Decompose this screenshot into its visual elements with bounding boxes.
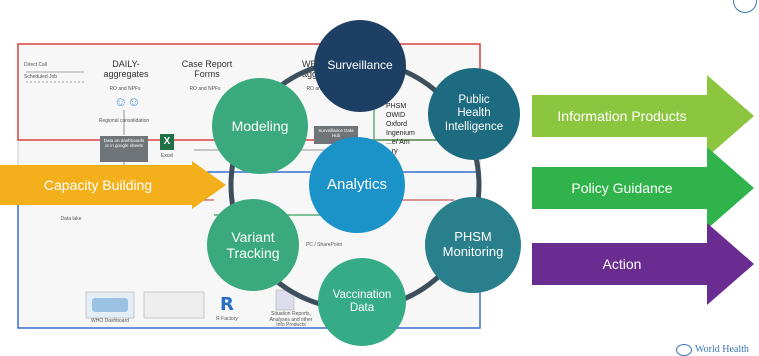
excel-label: Excel bbox=[160, 153, 174, 159]
action-arrow bbox=[532, 223, 754, 305]
side-source-item: OWID bbox=[386, 112, 406, 120]
vaccination-data-circle: Vaccination Data bbox=[318, 258, 406, 346]
who-logo: World Health bbox=[676, 343, 756, 356]
vaccination-data-label: Vaccination Data bbox=[332, 288, 392, 314]
side-source-item: Ingenium bbox=[386, 130, 415, 138]
ro-npfs-label: RO and NPFs bbox=[109, 86, 141, 92]
modeling-circle: Modeling bbox=[212, 78, 308, 174]
capacity-building-label: Capacity Building bbox=[43, 177, 153, 193]
variant-tracking-circle: Variant Tracking bbox=[207, 199, 299, 291]
situation-reports-caption: Situation Reports, Analyses and other In… bbox=[269, 311, 313, 328]
who-logo-emblem-icon bbox=[676, 343, 692, 356]
daily-aggregates-title: DAILY- aggregates bbox=[103, 59, 149, 79]
surveillance-circle: Surveillance bbox=[314, 20, 406, 112]
data-lake-label: Data lake bbox=[60, 216, 82, 222]
information-products-arrow bbox=[532, 75, 754, 157]
policy-guidance-label: Policy Guidance bbox=[571, 180, 673, 196]
world-map-icon bbox=[92, 298, 128, 312]
side-source-item: Oxford bbox=[386, 121, 408, 129]
information-products-label: Information Products bbox=[557, 108, 687, 124]
legend-scheduled-job: Scheduled Job bbox=[24, 74, 58, 80]
capacity-building-arrow bbox=[0, 161, 226, 209]
regional-consolidation: Regional consolidation bbox=[98, 118, 150, 124]
who-logo-text: World Health bbox=[695, 344, 749, 355]
public-health-intelligence-label: Public Health Intelligence bbox=[444, 94, 504, 133]
who-dashboard-caption: WHO Dashboard bbox=[90, 318, 130, 324]
case-report-forms-title: Case Report Forms bbox=[181, 59, 233, 79]
public-health-intelligence-circle: Public Health Intelligence bbox=[428, 68, 520, 160]
variant-tracking-label: Variant Tracking bbox=[226, 228, 280, 261]
phsm-monitoring-circle: PHSM Monitoring bbox=[425, 197, 521, 293]
data-dashboards-box: Data on dashboards or in google sheets bbox=[100, 136, 148, 162]
policy-guidance-arrow bbox=[532, 147, 754, 229]
legend-direct-call: Direct Call bbox=[24, 62, 48, 68]
r-logo-icon: R bbox=[220, 294, 234, 315]
r-factory-caption: R Factory bbox=[216, 316, 238, 322]
people-icon: ☺☺ bbox=[114, 94, 141, 109]
phsm-monitoring-label: PHSM Monitoring bbox=[442, 229, 504, 259]
excel-icon: X bbox=[160, 134, 174, 150]
surveillance-label: Surveillance bbox=[327, 58, 393, 73]
pc-sharepoint-label: PC / SharePoint bbox=[306, 242, 342, 248]
action-label: Action bbox=[602, 256, 642, 272]
modeling-label: Modeling bbox=[231, 117, 289, 134]
side-source-item: ...e/ Am bbox=[386, 139, 410, 147]
analytics-circle: Analytics bbox=[309, 137, 405, 233]
ro-npfs-label: RO and NPFs bbox=[189, 86, 221, 92]
side-source-item: PHSM bbox=[386, 103, 407, 110]
analytics-label: Analytics bbox=[326, 176, 388, 194]
